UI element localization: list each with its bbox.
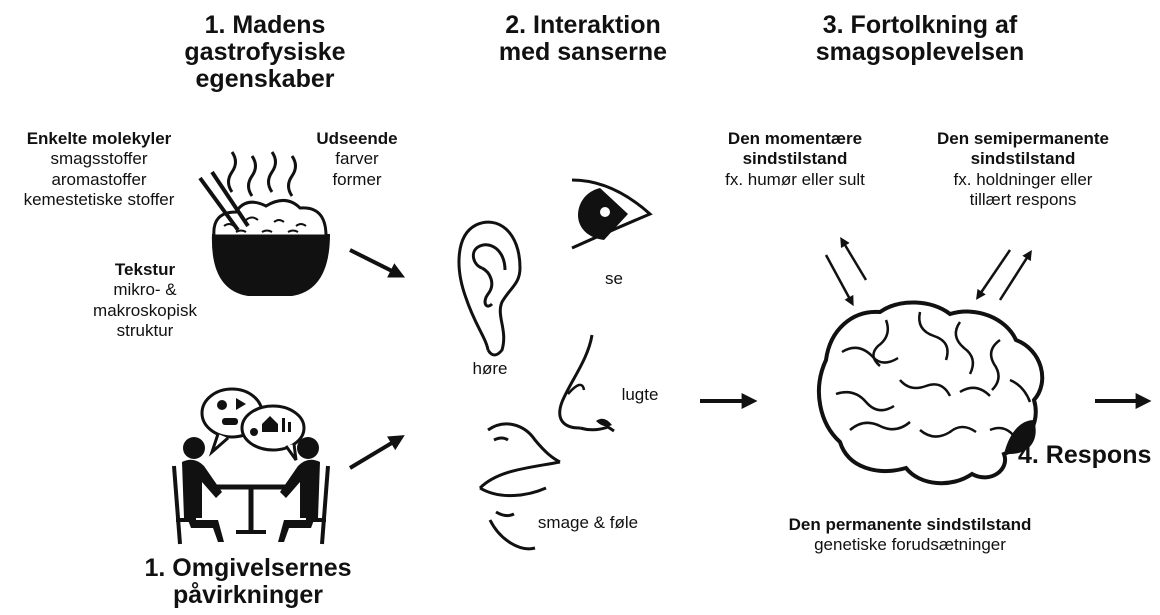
label-texture: Tekstur mikro- & makroskopisk struktur — [93, 260, 197, 341]
brain-icon — [817, 300, 1045, 486]
nose-icon — [558, 334, 615, 433]
title-response: 4. Respons — [1018, 441, 1152, 469]
label-taste: smage & føle — [537, 513, 639, 532]
eye-icon — [571, 178, 653, 250]
label-molecules: Enkelte molekyler smagsstoffer aromastof… — [23, 129, 175, 210]
people-dining-icon — [172, 387, 330, 545]
label-semipermanent-state: Den semipermanente sindstilstand fx. hol… — [937, 129, 1109, 210]
title-taste-interpretation: 3. Fortolkning af smagsoplevelsen — [815, 11, 1025, 66]
label-smell: lugte — [621, 385, 659, 404]
ear-icon — [457, 220, 522, 357]
title-surroundings: 1. Omgivelsernes påvirkninger — [144, 554, 352, 609]
label-appearance: Udseende farver former — [316, 129, 398, 189]
label-see: se — [605, 269, 623, 288]
label-momentary-state: Den momentære sindstilstand fx. humør el… — [725, 129, 865, 189]
title-senses-interaction: 2. Interaktion med sanserne — [498, 11, 668, 66]
arrow-surroundings-to-senses — [348, 435, 405, 470]
mouth-icon — [478, 422, 561, 551]
arrows-momentary-state — [824, 236, 868, 307]
label-hear: høre — [472, 359, 508, 378]
label-permanent-state: Den permanente sindstilstand genetiske f… — [788, 515, 1032, 555]
arrows-semipermanent-state — [976, 249, 1032, 301]
arrow-food-to-senses — [349, 248, 406, 278]
title-food-properties: 1. Madens gastrofysiske egenskaber — [184, 11, 346, 93]
rice-bowl-icon — [198, 151, 330, 296]
